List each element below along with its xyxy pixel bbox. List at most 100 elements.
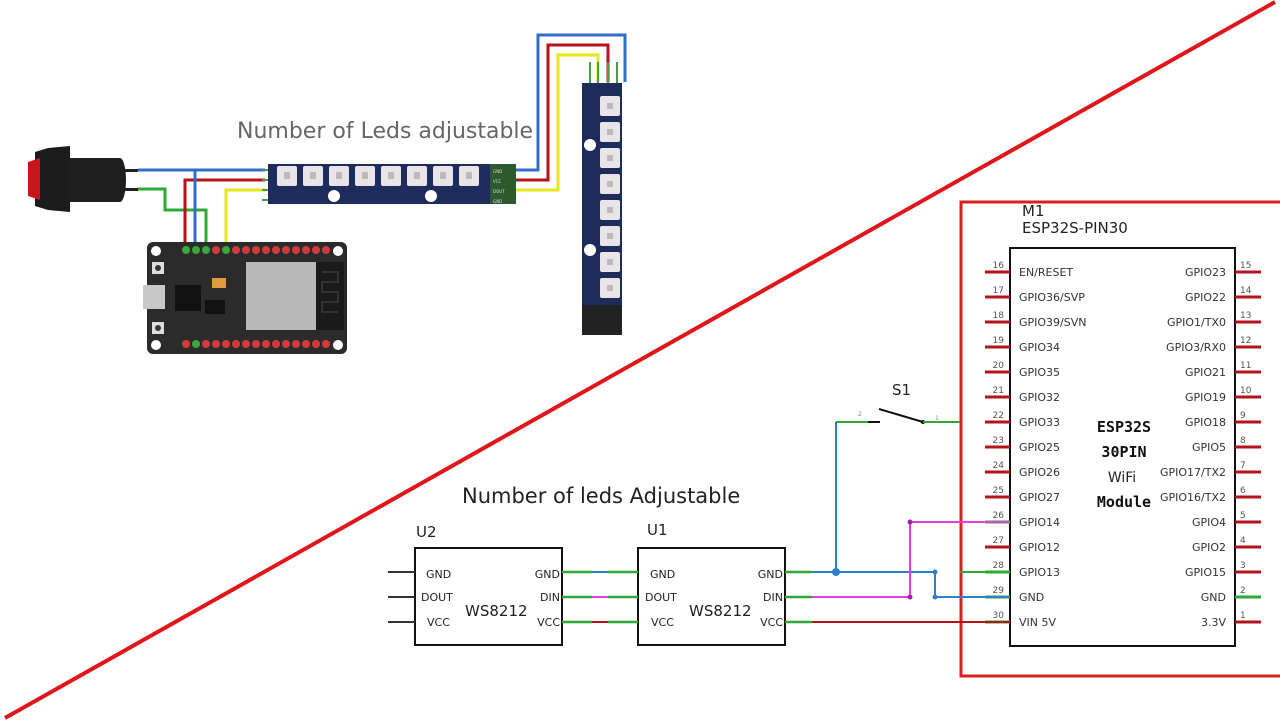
strip-led xyxy=(329,166,349,186)
pin-number: 6 xyxy=(1240,486,1246,496)
header-pin-bottom-d4[interactable] xyxy=(222,340,230,348)
strip-led xyxy=(600,278,620,298)
header-pin-vin[interactable] xyxy=(182,246,190,254)
led-strip-vertical[interactable] xyxy=(582,83,622,335)
header-pin-bottom-d19[interactable] xyxy=(272,340,280,348)
pin-name: GPIO19 xyxy=(1185,391,1226,404)
pin-number: 26 xyxy=(993,511,1005,521)
header-pin-d32[interactable] xyxy=(272,246,280,254)
module-body[interactable] xyxy=(1009,247,1236,647)
esp32-devkit-board[interactable] xyxy=(143,242,347,354)
header-pin-d26[interactable] xyxy=(242,246,250,254)
mount-hole xyxy=(584,244,596,256)
header-pin-d33[interactable] xyxy=(262,246,270,254)
net-gnd xyxy=(805,422,1010,598)
pin-number: 3 xyxy=(1240,561,1246,571)
header-pin-d14[interactable] xyxy=(222,246,230,254)
module-pin-right-1[interactable]: 13.3V xyxy=(1201,611,1261,629)
header-pin-vn[interactable] xyxy=(302,246,310,254)
strip-led xyxy=(303,166,323,186)
push-button[interactable] xyxy=(28,146,138,212)
strip-led xyxy=(600,148,620,168)
strip-led xyxy=(459,166,479,186)
strip-led xyxy=(600,200,620,220)
header-pin-d25[interactable] xyxy=(252,246,260,254)
pin-name: GPIO33 xyxy=(1019,416,1060,429)
header-pin-bottom-d21[interactable] xyxy=(282,340,290,348)
pin-number: 14 xyxy=(1240,286,1252,296)
strip-out-pin-label: VCC xyxy=(493,179,502,184)
pin-number: 29 xyxy=(993,586,1005,596)
header-pin-bottom-rx0[interactable] xyxy=(292,340,300,348)
header-pin-bottom-3v3[interactable] xyxy=(182,340,190,348)
pin-number: 20 xyxy=(993,361,1005,371)
header-pin-bottom-tx0[interactable] xyxy=(302,340,310,348)
header-pin-bottom-d5[interactable] xyxy=(252,340,260,348)
header-pin-bottom-d23[interactable] xyxy=(322,340,330,348)
pin-name: GPIO3/RX0 xyxy=(1166,341,1226,354)
pin-name: GPIO18 xyxy=(1185,416,1226,429)
pin-number: 7 xyxy=(1240,461,1246,471)
strip-led xyxy=(600,174,620,194)
strip-out-pin-label: GND xyxy=(493,199,502,204)
wire-switch xyxy=(138,187,208,248)
header-pin-d13[interactable] xyxy=(202,246,210,254)
header-pin-d27[interactable] xyxy=(232,246,240,254)
pin-name: GPIO39/SVN xyxy=(1019,316,1087,329)
pin-name: GPIO2 xyxy=(1192,541,1226,554)
header-pin-bottom-d2[interactable] xyxy=(212,340,220,348)
pin-name: GPIO14 xyxy=(1019,516,1060,529)
strip-led xyxy=(600,252,620,272)
switch-s1[interactable]: 2 1 xyxy=(836,408,960,424)
led-u2[interactable]: U2 GND DOUT VCC GND DIN VCC WS8212 xyxy=(388,523,592,646)
header-pin-bottom-gnd[interactable] xyxy=(192,340,200,348)
header-pin-d12[interactable] xyxy=(212,246,220,254)
header-pin-bottom-d15[interactable] xyxy=(202,340,210,348)
header-pin-bottom-d22[interactable] xyxy=(312,340,320,348)
led-u2-pin-dout: DOUT xyxy=(421,591,453,604)
pin-number: 4 xyxy=(1240,536,1246,546)
header-pin-bottom-d18[interactable] xyxy=(262,340,270,348)
header-pin-bottom-tx2[interactable] xyxy=(242,340,250,348)
pin-name: GPIO32 xyxy=(1019,391,1060,404)
led-u1[interactable]: U1 GND DOUT VCC GND DIN VCC WS8212 xyxy=(608,521,812,646)
mount-hole xyxy=(328,190,340,202)
pin-name: GPIO25 xyxy=(1019,441,1060,454)
header-pin-bottom-rx2[interactable] xyxy=(232,340,240,348)
led-u1-pin-vcc-out: VCC xyxy=(760,616,783,629)
header-pin-vp[interactable] xyxy=(312,246,320,254)
header-pin-gnd[interactable] xyxy=(192,246,200,254)
header-pin-d35[interactable] xyxy=(282,246,290,254)
pin-name: GPIO27 xyxy=(1019,491,1060,504)
header-pin-en[interactable] xyxy=(322,246,330,254)
header-pin-d34[interactable] xyxy=(292,246,300,254)
module-center-line-3: WiFi xyxy=(1108,470,1136,486)
pin-number: 22 xyxy=(993,411,1004,421)
